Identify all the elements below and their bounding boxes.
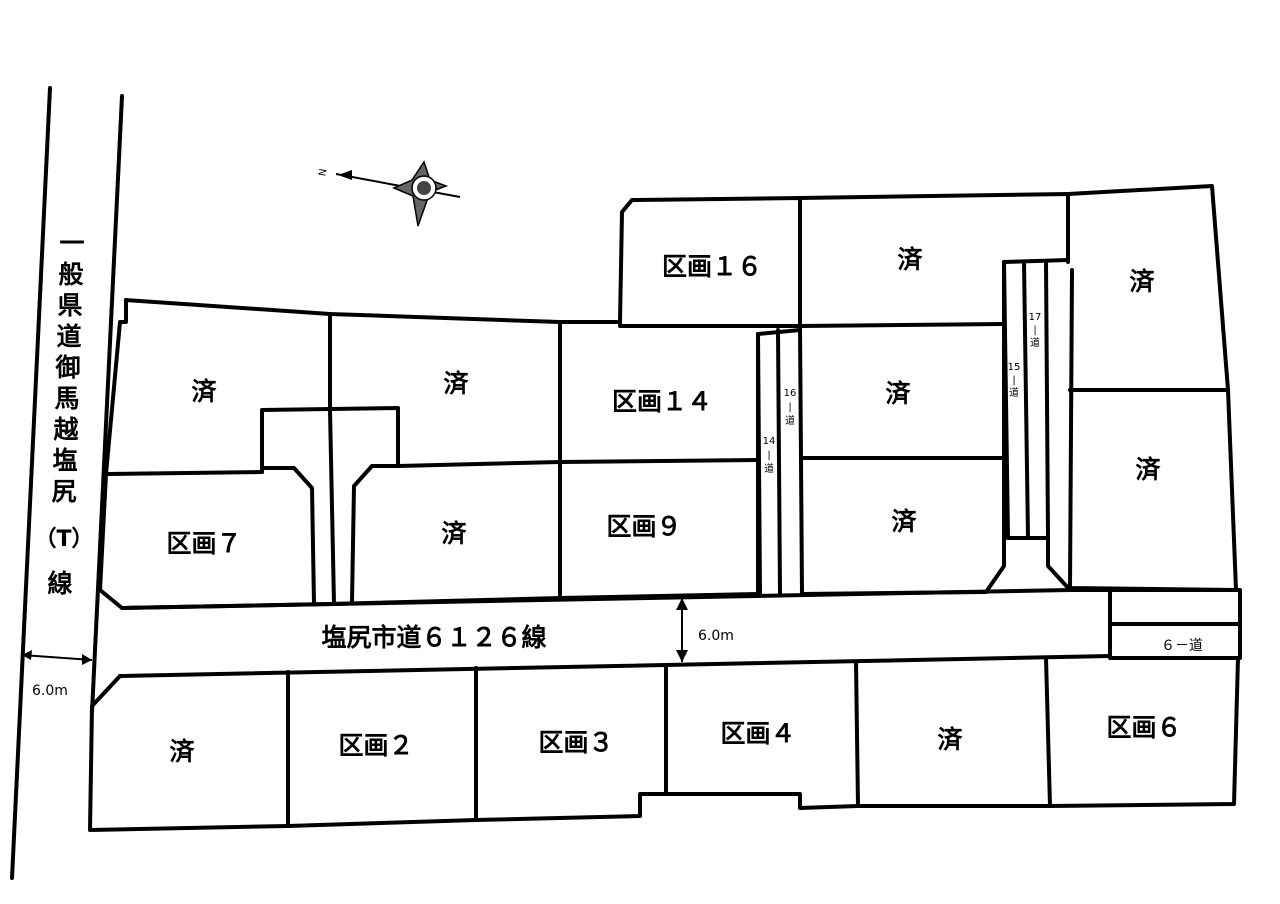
north-block-left-outline [98,298,760,610]
lot-7-label: 区画７ [166,529,241,558]
lane-14-east [776,328,782,596]
lot-9-label: 区画９ [606,512,681,541]
road-15-label: 15 | 道 [1008,362,1021,399]
lot-sold-label: 済 [885,379,911,408]
lot-2-label: 区画２ [338,731,413,760]
lot-sold-label: 済 [191,377,217,406]
lane-14-west [756,332,762,596]
highway-char: 御 [54,353,80,382]
svg-text:17: 17 [1029,312,1042,323]
lot-sold-label: 済 [441,519,467,548]
lot-sold-label: 済 [443,369,469,398]
lane-16-east [798,324,804,596]
highway-width-dimension: 6.0m [21,650,93,699]
compass-icon: N [317,160,461,227]
svg-text:14: 14 [763,436,776,447]
lot-3-label: 区画３ [538,728,613,757]
lane-15-east [1022,260,1030,540]
lot-sold-label: 済 [1129,267,1155,296]
highway-label: 一 般 県 道 御 馬 越 塩 尻 （T） 線 [34,229,93,598]
road-17-label: 17 | 道 [1029,312,1042,349]
svg-text:道: 道 [1030,336,1040,349]
road-16-label: 16 | 道 [784,388,797,427]
highway-west-edge [10,86,52,880]
road-6-label: ６－道 [1161,638,1203,654]
highway-char: 線 [47,569,72,598]
highway-char: 尻 [51,477,76,506]
svg-text:道: 道 [1009,386,1019,399]
svg-text:道: 道 [785,414,795,427]
lot-sold-label: 済 [1135,455,1161,484]
lane-15-west [1002,260,1010,540]
highway-char: （T） [34,527,93,552]
lot-14-label: 区画１４ [612,387,712,416]
svg-text:|: | [767,450,770,461]
compass-north-label: N [317,168,329,177]
svg-text:道: 道 [764,462,774,475]
highway-char: 馬 [54,384,79,413]
svg-text:|: | [1012,375,1015,386]
highway-char: 道 [56,322,81,351]
main-road-width-label: 6.0m [698,628,734,644]
lot-sold-label: 済 [169,737,195,766]
lane-17-east [1044,260,1050,540]
lot-sold-label: 済 [937,725,963,754]
lot-6-label: 区画６ [1106,713,1181,742]
highway-width-label: 6.0m [32,683,68,699]
highway-char: 越 [53,415,79,444]
main-road-south-edge [118,654,1112,678]
svg-text:|: | [788,402,791,413]
svg-text:|: | [1033,325,1036,336]
lot-16-label: 区画１６ [662,252,762,281]
lot-4-label: 区画４ [720,719,795,748]
highway-east-edge [90,94,124,714]
road-14-label: 14 | 道 [763,436,776,475]
lot-sold-label: 済 [897,245,923,274]
main-road-north-edge [120,588,1072,610]
main-road-label: 塩尻市道６１２６線 [321,623,546,652]
highway-char: 県 [57,291,82,320]
highway-char: 一 [59,229,84,258]
highway-char: 般 [58,260,83,289]
highway-char: 塩 [52,446,77,475]
svg-text:15: 15 [1008,362,1021,373]
svg-text:16: 16 [784,388,797,399]
lot-sold-label: 済 [891,507,917,536]
main-road-width-dimension: 6.0m [676,598,734,662]
